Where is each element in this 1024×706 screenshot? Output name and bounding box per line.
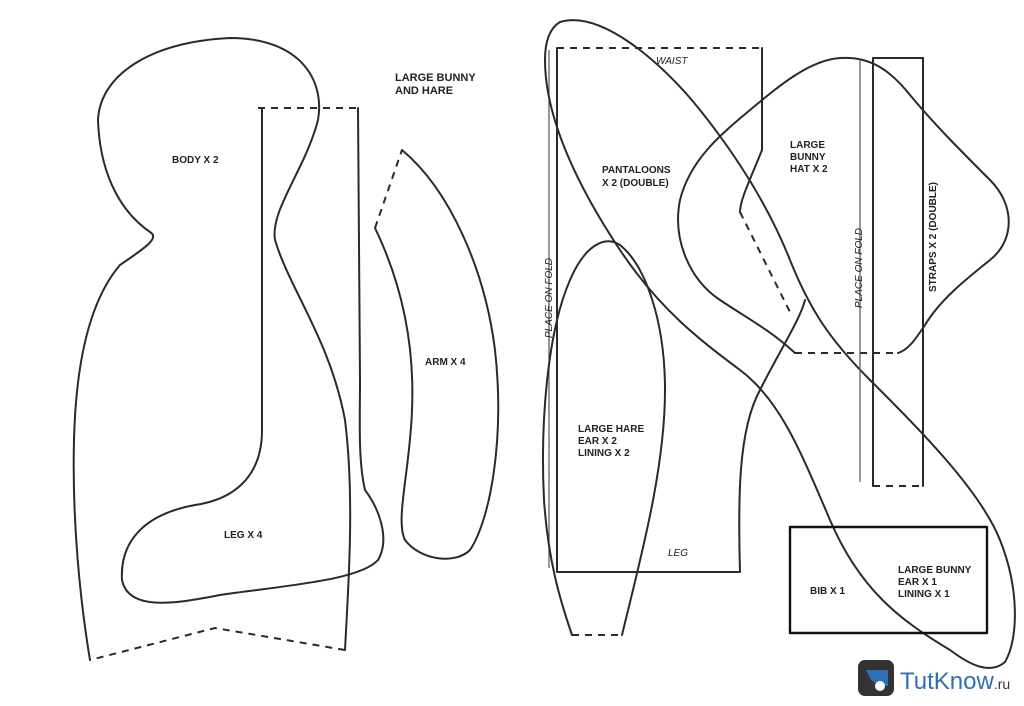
arm-label: ARM X 4	[425, 357, 466, 368]
leg-piece	[120, 107, 385, 604]
tutknow-logo-icon	[858, 660, 894, 696]
bunny-ear-label-3: LINING X 1	[898, 589, 950, 600]
pantaloons-label-2: X 2 (DOUBLE)	[602, 178, 669, 189]
pantaloons-leg-label: LEG	[668, 548, 688, 559]
arm-piece	[374, 149, 500, 560]
hare-ear-piece	[542, 240, 666, 636]
straps-piece	[859, 57, 924, 487]
pantaloons-label-1: PANTALOONS	[602, 165, 671, 176]
hare-ear-label-1: LARGE HARE	[578, 424, 644, 435]
pattern-title-line1: LARGE BUNNY	[395, 72, 476, 84]
waist-label: WAIST	[656, 56, 688, 67]
pantaloons-piece	[548, 47, 806, 573]
pattern-title-line2: AND HARE	[395, 85, 453, 97]
bunny-hat-piece	[677, 56, 1010, 354]
hare-ear-label-3: LINING X 2	[578, 448, 630, 459]
watermark: TutKnow.ru	[858, 660, 1010, 696]
watermark-brand-suffix: .ru	[994, 676, 1010, 692]
bunny-ear-label-2: EAR X 1	[898, 577, 937, 588]
straps-label: STRAPS X 2 (DOUBLE)	[928, 182, 939, 292]
hat-label-1: LARGE	[790, 140, 825, 151]
watermark-brand: TutKnow.ru	[900, 668, 1010, 695]
watermark-brand-main: TutKnow	[900, 668, 994, 695]
bib-piece	[788, 525, 989, 635]
body-piece	[72, 37, 352, 661]
hare-ear-label-2: EAR X 2	[578, 436, 617, 447]
hat-label-2: BUNNY	[790, 152, 826, 163]
bib-label: BIB X 1	[810, 586, 845, 597]
body-label: BODY X 2	[172, 155, 219, 166]
place-on-fold-right-label: PLACE ON FOLD	[854, 228, 865, 308]
place-on-fold-left-label: PLACE ON FOLD	[544, 258, 555, 338]
bunny-ear-piece	[544, 19, 1016, 669]
bunny-ear-label-1: LARGE BUNNY	[898, 565, 972, 576]
hat-label-3: HAT X 2	[790, 164, 828, 175]
leg-label: LEG X 4	[224, 530, 263, 541]
